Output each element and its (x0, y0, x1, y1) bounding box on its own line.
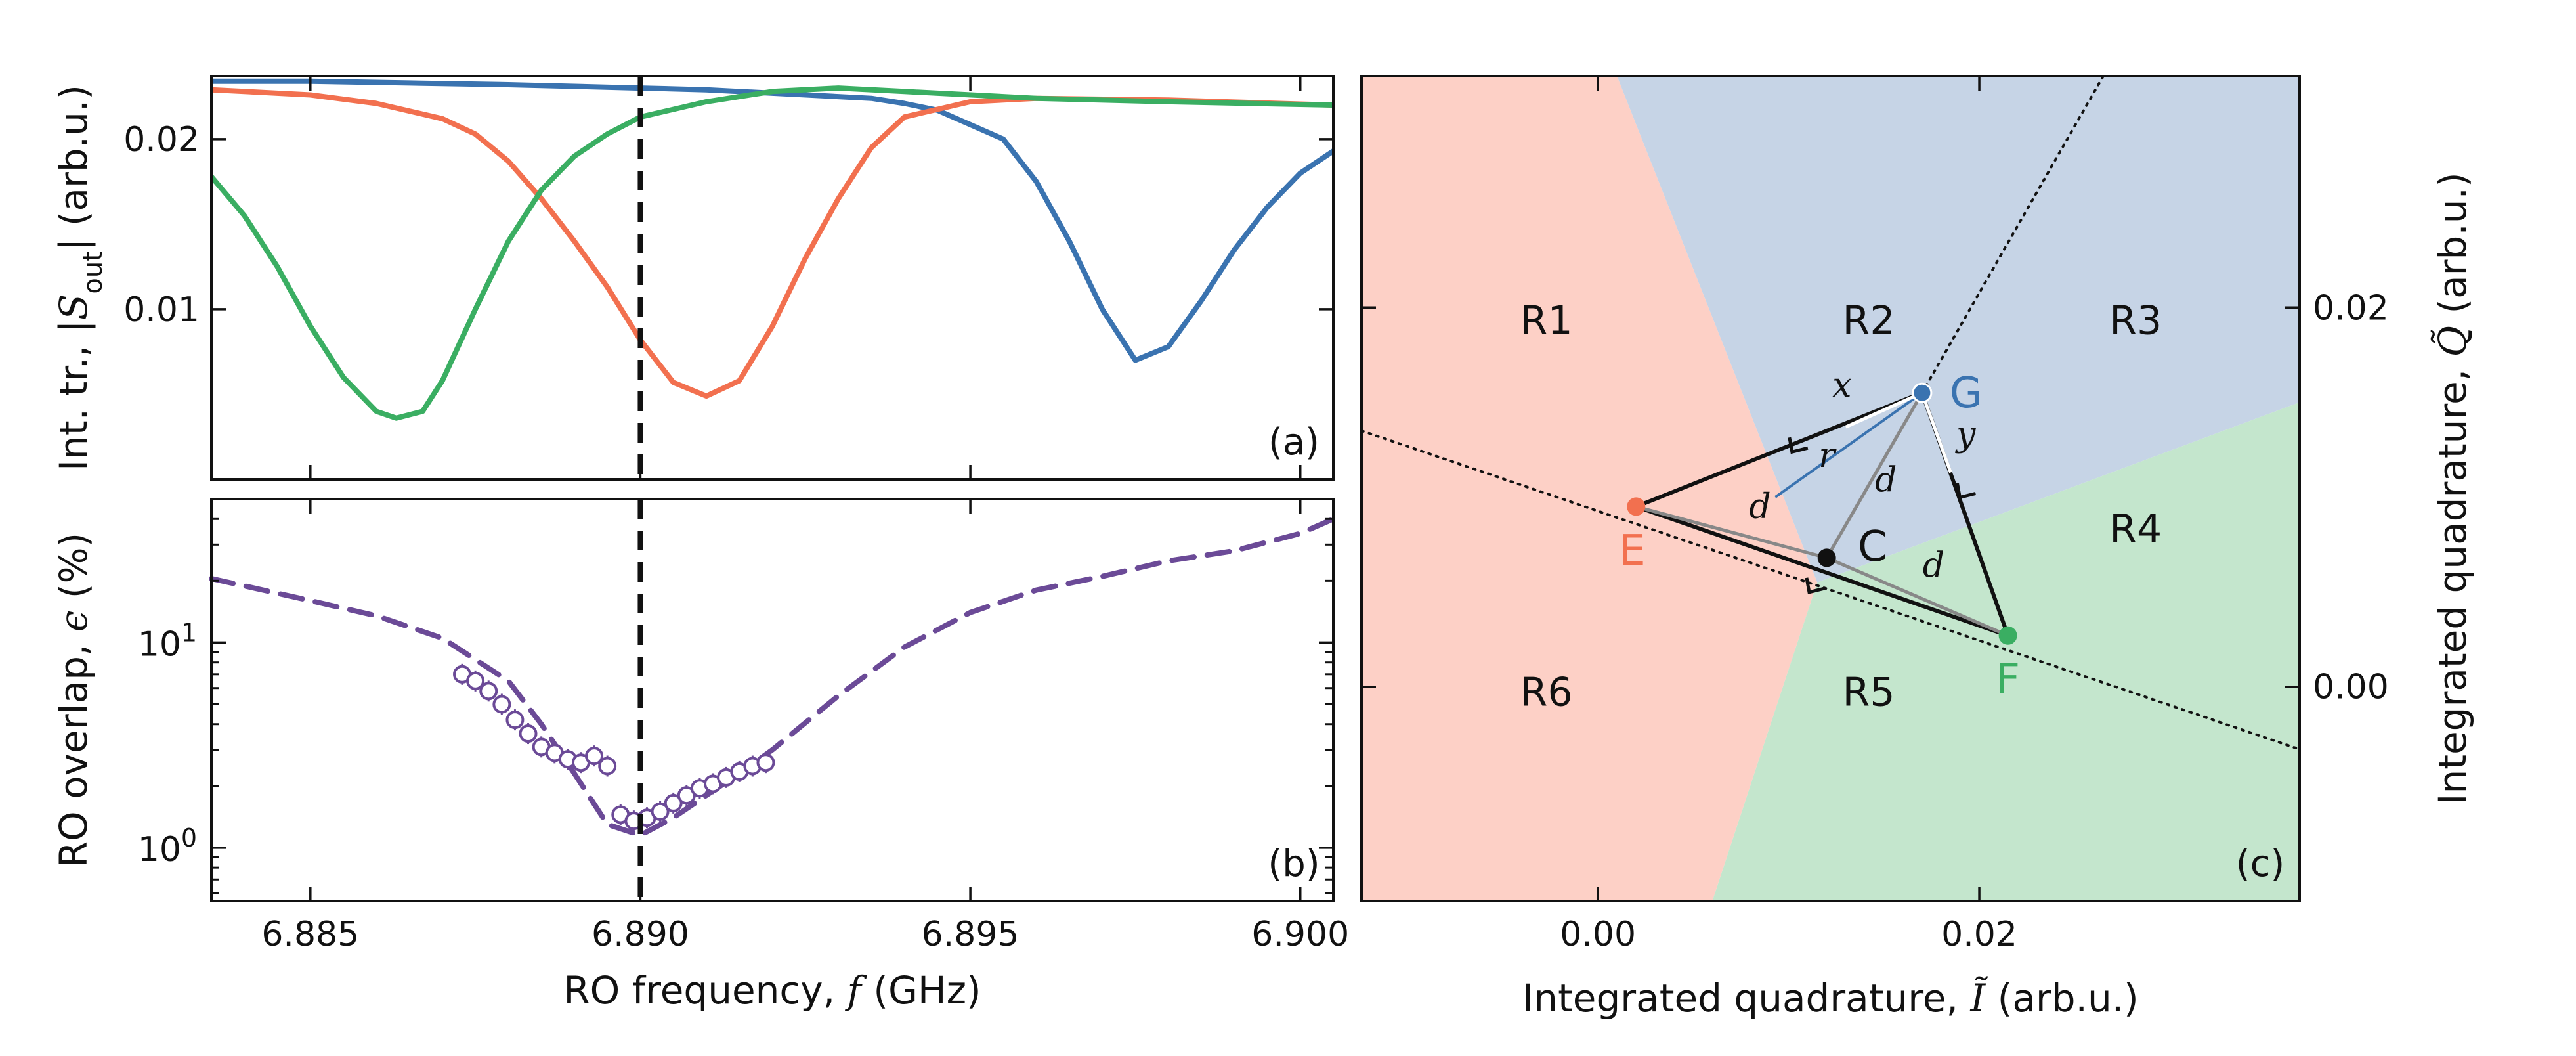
segment-label-r: r (1818, 436, 1837, 475)
panel-a-ylabel-part: S (51, 294, 96, 320)
panel-b-ytick-label: 10 (138, 830, 181, 869)
panel-a-ylabel: Int. tr., |Sout| (arb.u.) (51, 85, 108, 471)
panel-b-xtick-label: 6.895 (922, 915, 1020, 954)
region-region_red (1362, 76, 1818, 901)
panel-c-regions (1362, 76, 2300, 901)
panel-a-ylabel-part: | (arb.u.) (51, 85, 96, 251)
panel-c-ylabel-part: Integrated quadrature, (2430, 357, 2475, 804)
axes-layer (210, 75, 2301, 902)
panel-c-xlabel: Integrated quadrature, Ĩ (arb.u.) (1522, 976, 2139, 1021)
panel-b-xlabel-part: RO frequency, (563, 968, 847, 1013)
panel-b-marker (519, 724, 538, 743)
panel-a-series-line-green (211, 85, 1333, 421)
segment-r (1774, 391, 1923, 498)
panel-b-marker (756, 753, 775, 772)
right-angle-marker (1805, 577, 1826, 594)
panel-b-marker (664, 793, 683, 812)
segment-label-d: d (1923, 546, 1944, 585)
panel-b-xtick-label: 6.900 (1251, 915, 1349, 954)
panel-b-tag: (b) (1268, 843, 1320, 885)
panel-a-series-group (211, 78, 1333, 421)
segment-y (1920, 392, 1952, 473)
panel-c-ytick-label: 0.00 (2313, 668, 2389, 707)
panel-c-frame (1360, 75, 2301, 902)
panel-b-xlabel: RO frequency, f (GHz) (563, 968, 981, 1013)
panel-a-frame (210, 75, 1335, 481)
region-region_green (1712, 402, 2300, 901)
point-F (1998, 626, 2017, 645)
panel-b-marker (479, 682, 498, 701)
panel-b-xtick-label: 6.885 (261, 915, 359, 954)
region-label-R5: R5 (1843, 669, 1895, 715)
panel-a-ylabel-part: out (78, 251, 108, 294)
point-label-E: E (1619, 527, 1645, 575)
panel-b-xlabel-part: (GHz) (861, 968, 981, 1013)
panel-b-ylabel-part: ϵ (51, 611, 96, 632)
panel-c-ylabel-part: Q̃ (2430, 326, 2475, 357)
region-label-R4: R4 (2109, 506, 2162, 552)
point-label-F: F (1996, 655, 2020, 704)
region-label-R6: R6 (1520, 669, 1573, 715)
panel-b-frame (210, 498, 1335, 902)
panel-b-marker (505, 711, 525, 730)
segment-x (1845, 391, 1923, 429)
panel-a-ytick-label: 0.02 (123, 120, 200, 160)
segment-E-F (1635, 504, 2009, 638)
point-E (1627, 497, 1646, 516)
panel-b-dashed-series (209, 516, 1336, 838)
panel-c-xtick-label: 0.00 (1560, 915, 1636, 954)
panel-c-xlabel-part: Integrated quadrature, (1522, 976, 1970, 1021)
panel-b-ylabel: RO overlap, ϵ (%) (51, 533, 96, 868)
panel-b-ylabel-part: (%) (51, 533, 96, 611)
segment-E-G (1635, 391, 1923, 509)
dotted-guide-line (1360, 429, 2301, 751)
panel-b-ytick-exponent: 0 (181, 824, 197, 852)
point-G (1912, 382, 1933, 403)
segment-C-G (1825, 391, 1924, 559)
panel-c-tag: (c) (2236, 843, 2285, 885)
right-angle-marker (1955, 482, 1977, 500)
panel-b-marker (598, 757, 617, 776)
panel-a-ylabel-part: Int. tr., | (51, 320, 96, 471)
panel-b-ytick-exponent: 1 (181, 618, 197, 647)
segment-C-F (1826, 556, 2009, 638)
panel-c-ylabel-part: (arb.u.) (2430, 172, 2475, 326)
panel-a-series-line-orange (211, 87, 1333, 399)
region-label-R1: R1 (1520, 297, 1573, 343)
region-label-R2: R2 (1843, 297, 1895, 343)
panel-b-marker (585, 747, 604, 766)
panel-b-marker (651, 802, 670, 821)
segment-label-d: d (1749, 487, 1771, 527)
panel-c-xlabel-part: Ĩ (1969, 976, 1988, 1021)
panel-a-series-line-blue (211, 78, 1333, 363)
panel-c-ylabel: Integrated quadrature, Q̃ (arb.u.) (2430, 172, 2475, 804)
point-C (1817, 548, 1836, 567)
panel-b-ylabel-part: RO overlap, (51, 632, 96, 868)
dotted-guide-line (1920, 75, 2105, 395)
panel-c-ytick-label: 0.02 (2313, 288, 2389, 328)
segment-label-x: x (1832, 366, 1851, 405)
region-label-R3: R3 (2109, 297, 2162, 343)
right-angle-marker (1788, 437, 1809, 454)
panel-b-marker (492, 695, 511, 714)
point-label-G: G (1950, 369, 1983, 418)
segment-label-d: d (1875, 460, 1897, 500)
panel-b-ytick-label: 10 (138, 625, 181, 664)
point-label-C: C (1858, 523, 1887, 571)
plot-layer (209, 75, 2301, 901)
panel-c-xlabel-part: (arb.u.) (1985, 976, 2139, 1021)
panel-b-xtick-label: 6.890 (591, 915, 689, 954)
panel-c-xtick-label: 0.02 (1941, 915, 2017, 954)
segment-E-C (1635, 505, 1828, 560)
panel-a-ytick-label: 0.01 (123, 290, 200, 330)
panel-b-marker (466, 671, 485, 690)
segment-label-y: y (1955, 415, 1976, 454)
panel-a-tag: (a) (1268, 421, 1320, 464)
